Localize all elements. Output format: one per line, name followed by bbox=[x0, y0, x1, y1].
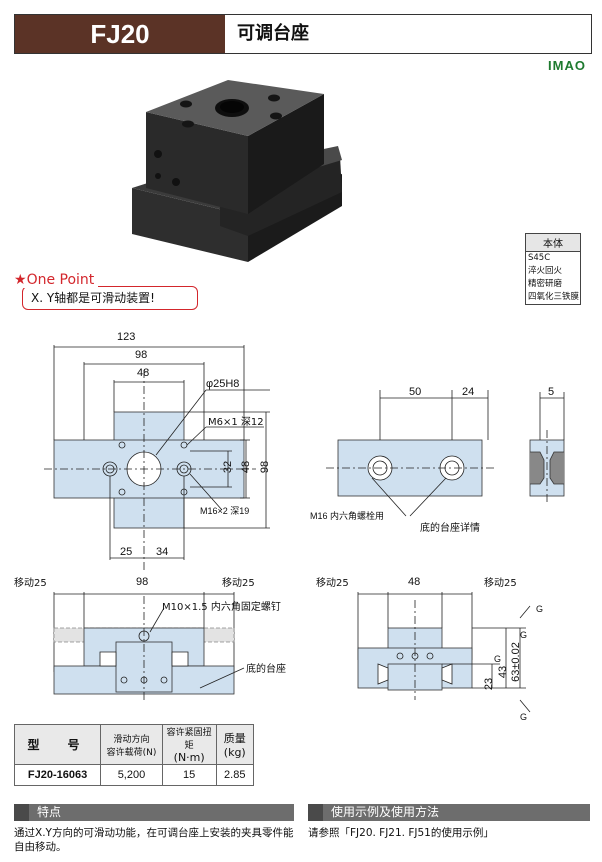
dim-43: 43 bbox=[497, 665, 510, 679]
brand-logo: IMAO bbox=[548, 58, 586, 73]
move-right-label: 移动25 bbox=[222, 578, 255, 589]
bolt-spec: M16 内六角螺栓用 bbox=[310, 511, 385, 521]
dim-48-side: 48 bbox=[408, 576, 421, 588]
col-load-line: 滑动方向 bbox=[113, 734, 150, 745]
dim-23: 23 bbox=[483, 677, 496, 691]
dim-50: 50 bbox=[409, 386, 422, 398]
dim-63: 63±0.02 bbox=[509, 642, 522, 682]
one-point-box: X. Y轴都是可滑动装置! bbox=[22, 286, 198, 310]
cell-model: FJ20-16063 bbox=[13, 764, 102, 786]
cell-torque: 15 bbox=[161, 764, 217, 786]
features-title: 特点 bbox=[37, 805, 62, 819]
material-box: 本体 S45C 淬火回火 精密研磨 四氧化三铁膜 bbox=[525, 233, 581, 305]
col-mass-line: (kg) bbox=[223, 746, 246, 759]
move-left-label-side: 移动25 bbox=[316, 578, 349, 589]
col-load-line: 容许载荷(N) bbox=[106, 747, 157, 758]
move-right-label-side: 移动25 bbox=[484, 578, 517, 589]
features-header: 特点 bbox=[14, 804, 294, 821]
cell-mass: 2.85 bbox=[215, 764, 255, 786]
header-bar: FJ20 可调台座 bbox=[14, 14, 592, 54]
dim-98: 98 bbox=[135, 349, 148, 361]
dim-24: 24 bbox=[462, 386, 475, 398]
bottom-detail-label: 底的台座详情 bbox=[420, 523, 480, 534]
dim-25: 25 bbox=[120, 546, 133, 558]
g-mark: G bbox=[536, 604, 544, 614]
col-torque-line: 容许紧固扭矩 bbox=[166, 728, 212, 751]
cell-load: 5,200 bbox=[100, 764, 163, 786]
dim-98-front: 98 bbox=[136, 576, 149, 588]
dim-123: 123 bbox=[117, 331, 136, 343]
star-icon: ★ bbox=[14, 272, 27, 288]
bore-spec: φ25H8 bbox=[206, 378, 240, 390]
dim-48-v: 48 bbox=[240, 460, 253, 474]
col-torque-line: (N·m) bbox=[173, 751, 205, 764]
dim-32: 32 bbox=[222, 460, 235, 474]
move-left-label: 移动25 bbox=[14, 578, 47, 589]
g-mark: G bbox=[520, 712, 528, 722]
counterbore-spec: M16×2 深19 bbox=[200, 506, 250, 516]
table-row: FJ20-16063 5,200 15 2.85 bbox=[13, 764, 255, 786]
col-load: 滑动方向 容许载荷(N) bbox=[100, 724, 163, 765]
col-mass: 质量 (kg) bbox=[215, 724, 255, 765]
screw-spec: M10×1.5 内六角固定螺钉 bbox=[162, 602, 281, 613]
usage-text: 请参照「FJ20. FJ21. FJ51的使用示例」 bbox=[308, 827, 494, 839]
tap-spec: M6×1 深12 bbox=[208, 417, 264, 428]
product-photo bbox=[132, 80, 342, 262]
spec-table: 型 号 滑动方向 容许载荷(N) 容许紧固扭矩 (N·m) 质量 (kg) FJ… bbox=[13, 724, 255, 786]
square-icon bbox=[308, 804, 323, 821]
page-title: 可调台座 bbox=[237, 23, 309, 44]
one-point-text: X. Y轴都是可滑动装置! bbox=[31, 291, 155, 305]
dim-34: 34 bbox=[156, 546, 169, 558]
usage-title: 使用示例及使用方法 bbox=[331, 805, 440, 819]
g-mark: G bbox=[520, 630, 528, 640]
material-line: 淬火回火 bbox=[528, 266, 563, 276]
col-model: 型 号 bbox=[13, 724, 102, 765]
one-point-label: One Point bbox=[26, 272, 95, 288]
col-mass-line: 质量 bbox=[223, 732, 246, 745]
material-line: 四氧化三铁膜 bbox=[528, 292, 580, 302]
material-line: S45C bbox=[528, 253, 551, 263]
material-line: 精密研磨 bbox=[528, 279, 563, 289]
model-code: FJ20 bbox=[15, 15, 225, 53]
base-label: 底的台座 bbox=[246, 664, 286, 675]
g-mark: G bbox=[494, 654, 502, 664]
dim-98-v: 98 bbox=[259, 460, 272, 474]
dim-48: 48 bbox=[137, 367, 150, 379]
usage-header: 使用示例及使用方法 bbox=[308, 804, 590, 821]
square-icon bbox=[14, 804, 29, 821]
dim-5: 5 bbox=[548, 386, 555, 398]
col-torque: 容许紧固扭矩 (N·m) bbox=[161, 724, 217, 765]
one-point-title: ★One Point bbox=[14, 272, 99, 288]
material-heading: 本体 bbox=[526, 234, 580, 252]
features-text: 通过X.Y方向的可滑动功能，在可调台座上安装的夹具零件能自由移动。 bbox=[14, 827, 294, 853]
